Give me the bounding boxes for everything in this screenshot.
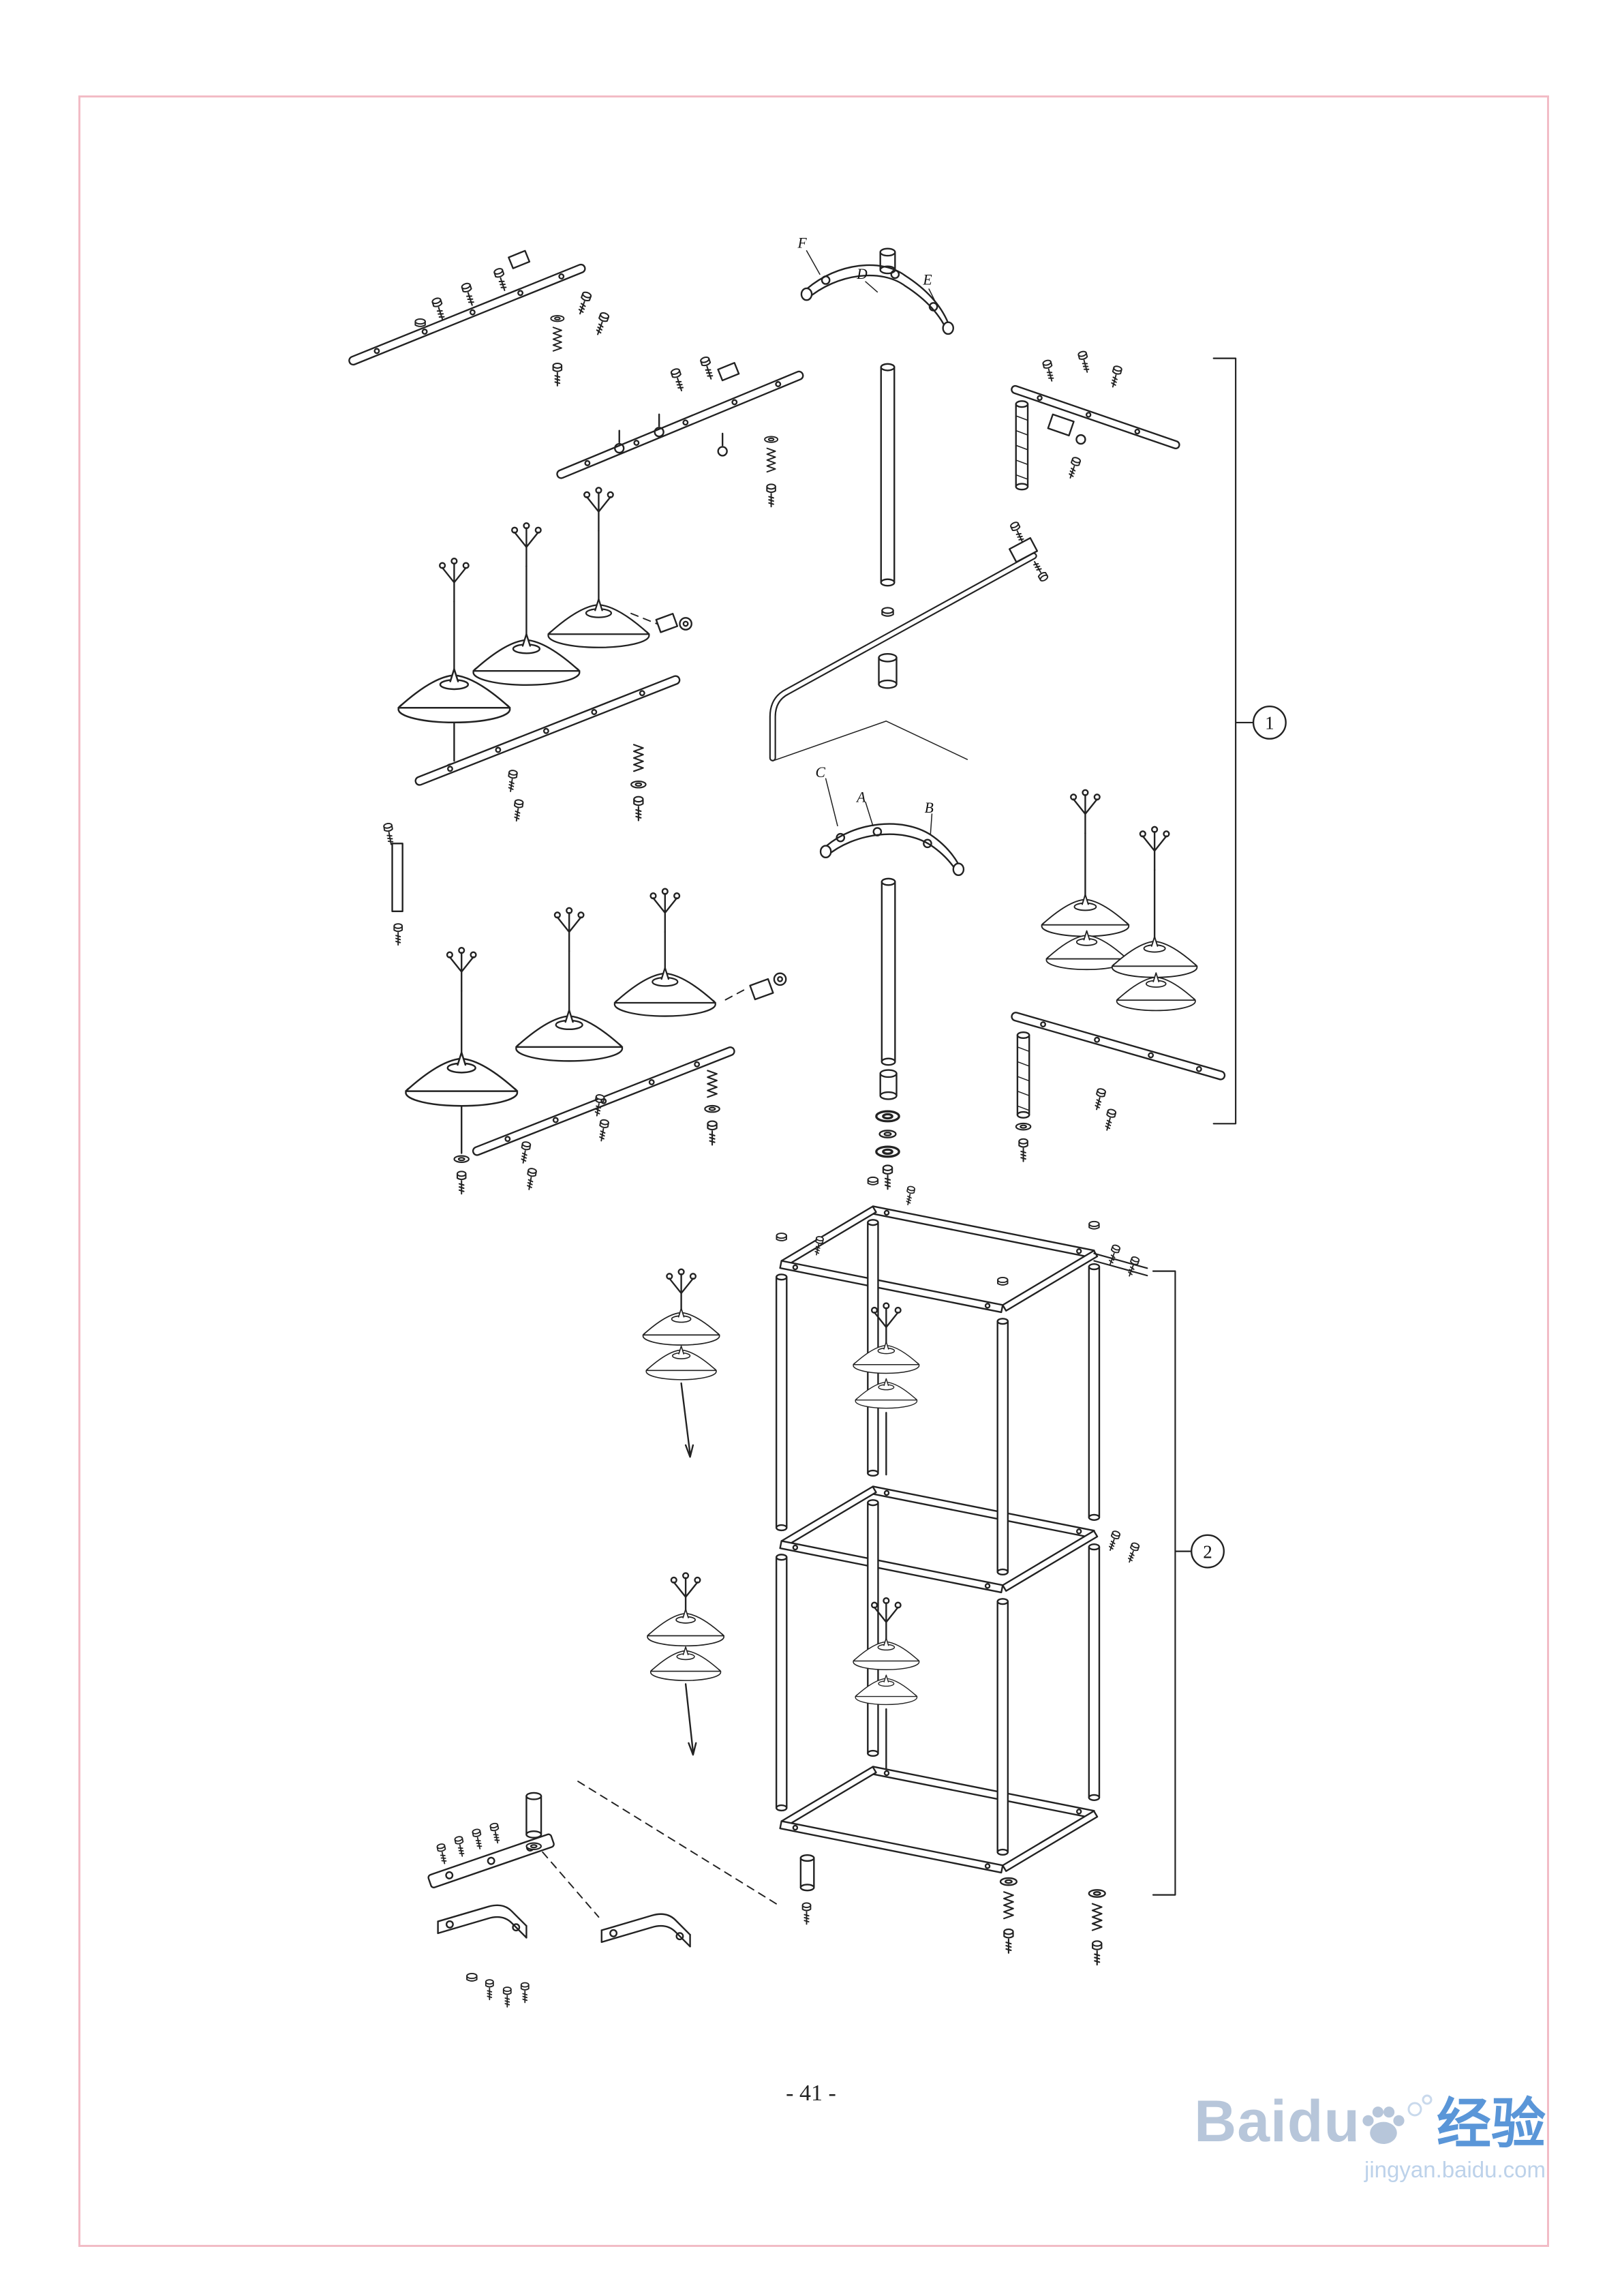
jingyan-logo-text: 经验 — [1437, 2093, 1546, 2154]
callout-2-number: 2 — [1203, 1541, 1212, 1562]
spool-rest-group-2 — [405, 888, 787, 1195]
spool-stack-top-left — [642, 1268, 720, 1458]
exploded-diagram-2: 2 — [427, 1176, 1225, 2008]
part-label-E: E — [922, 271, 932, 288]
rail-assembly-top-mid — [556, 355, 804, 508]
rail-assembly-top-left — [348, 250, 611, 387]
mounting-feet — [427, 1781, 780, 2008]
part-label-A: A — [855, 789, 866, 806]
fastener-stack — [550, 315, 565, 387]
clamp-foot-left — [437, 1904, 527, 1939]
fastener-stack — [704, 1070, 720, 1146]
page-number: - 41 - — [786, 2081, 836, 2106]
clamp-foot-right — [600, 1913, 691, 1948]
rack-tier-2 — [776, 1485, 1141, 1594]
spool-pin-upper — [878, 363, 898, 689]
mounting-plate — [427, 1833, 555, 1888]
bubbles-icon — [1407, 2094, 1433, 2117]
part-label-D: D — [856, 266, 868, 282]
threaded-rod — [1015, 400, 1029, 491]
watermark-logo: Baidu 经验 — [1194, 2089, 1546, 2154]
part-label-C: C — [815, 764, 825, 781]
rail-assembly-top-right — [1011, 350, 1180, 491]
callout-2: 2 — [1152, 1270, 1225, 1896]
spool-pin-lower — [875, 877, 900, 1190]
rack-tier-3 — [776, 1766, 1099, 1874]
exploded-diagram-1: F D E — [348, 235, 1287, 1195]
watermark: Baidu 经验 jingyan.baidu.com — [1194, 2089, 1546, 2183]
thread-guide-wire — [771, 721, 968, 761]
lower-tension-arm: C A B — [815, 764, 965, 877]
spool-rest-group-right — [1011, 789, 1226, 1162]
spool-stack-top-center — [853, 1302, 920, 1476]
part-label-F: F — [797, 235, 808, 251]
thread-hooks — [614, 413, 728, 457]
spool-stack-mid-center — [853, 1597, 920, 1770]
support-rod — [769, 520, 1050, 761]
baidu-logo-text: Baidu — [1194, 2089, 1360, 2154]
mounting-strip — [382, 822, 403, 946]
watermark-url: jingyan.baidu.com — [1364, 2156, 1546, 2182]
callout-1-number: 1 — [1265, 713, 1274, 734]
rack-tier-1 — [776, 1176, 1148, 1314]
spool-rest-group-1 — [382, 487, 692, 946]
upper-tension-arm: F D E — [797, 235, 954, 335]
threaded-rod — [1016, 1031, 1030, 1119]
fastener-stack — [630, 744, 647, 821]
bottom-fasteners — [799, 1854, 1106, 1966]
callout-1: 1 — [1212, 357, 1287, 1125]
baidu-paw-icon — [1362, 2106, 1405, 2144]
rack-posts — [775, 1219, 1101, 1856]
part-label-B: B — [925, 800, 934, 816]
spool-stack-mid-left — [647, 1572, 725, 1756]
spacer-cylinder — [525, 1792, 542, 1839]
fastener-stack — [764, 436, 779, 508]
hardware-screws — [669, 355, 716, 393]
